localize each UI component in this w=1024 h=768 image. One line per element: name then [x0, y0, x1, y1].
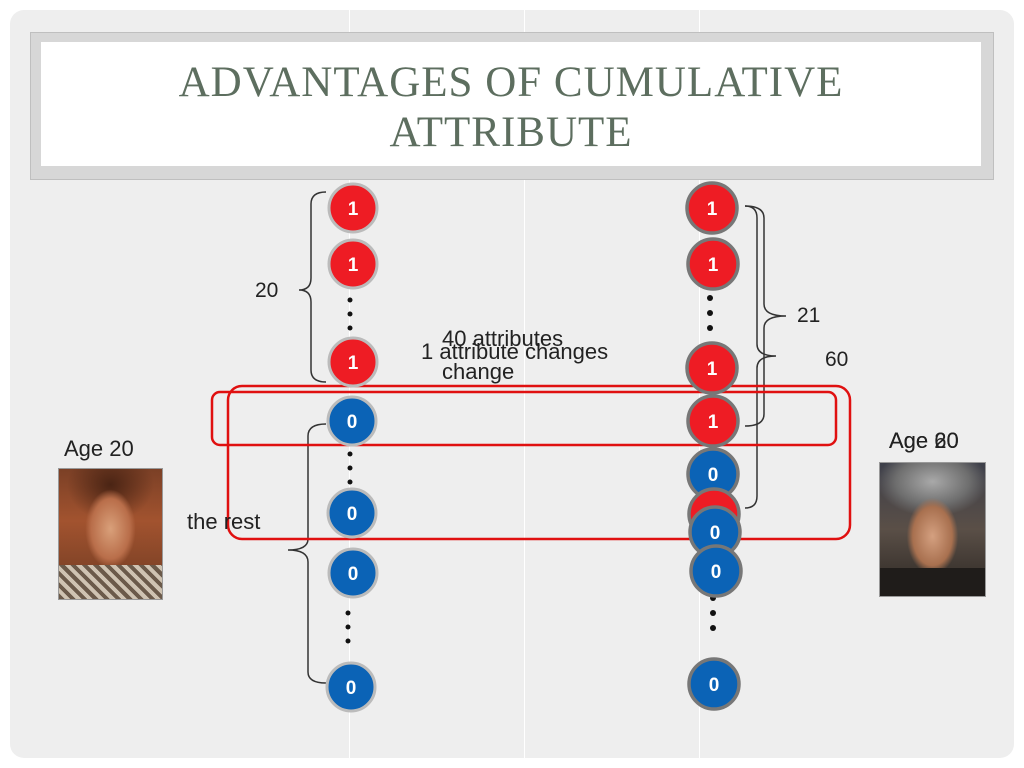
right-upper-brace [744, 205, 787, 427]
bit-value: 1 [348, 199, 359, 220]
bit-node: 1 [685, 341, 739, 395]
bit-node: 0 [325, 661, 377, 713]
scarf-pattern [59, 565, 162, 599]
one-attribute-changes-label: 1 attribute changes [421, 339, 609, 364]
bit-value: 1 [708, 255, 719, 276]
bit-value: 1 [707, 359, 718, 380]
title-frame: ADVANTAGES OF CUMULATIVE ATTRIBUTE [30, 32, 994, 180]
slide-background: ADVANTAGES OF CUMULATIVE ATTRIBUTE [10, 10, 1014, 758]
title-line-2: ATTRIBUTE [389, 109, 633, 156]
bit-node: 1 [327, 182, 379, 234]
title-panel: ADVANTAGES OF CUMULATIVE ATTRIBUTE [41, 42, 981, 166]
left-upper-brace [298, 191, 327, 383]
age-left-label: Age 20 [64, 436, 134, 461]
dark-clothing [880, 568, 985, 596]
bit-value: 0 [708, 465, 719, 486]
attributes-change-label-line1: 40 attributes [442, 326, 564, 351]
the-rest-label: the rest [187, 509, 261, 534]
highlight-box-single-row [210, 390, 838, 447]
left-bit-column: 1 1 1 0 0 0 0 [325, 182, 379, 713]
bit-node: 0 [326, 487, 378, 539]
left-dots-1 [347, 297, 353, 331]
bit-node: 0 [688, 505, 742, 559]
bit-value: 1 [348, 255, 359, 276]
bit-value: 0 [347, 504, 358, 525]
bit-node: 1 [327, 336, 379, 388]
right-dots-2 [710, 595, 716, 631]
right-lower-brace [744, 205, 777, 509]
right-bit-column: 1 1 1 1 0 1 0 0 [685, 181, 743, 711]
left-dots-3 [345, 610, 351, 644]
grid-line [524, 10, 525, 758]
right-lower-count-label: 60 [825, 348, 849, 371]
bit-node: 0 [687, 657, 741, 711]
right-upper-count-label: 21 [797, 304, 821, 327]
bit-node: 1 [327, 238, 379, 290]
bit-node: 0 [326, 395, 378, 447]
bit-value: 0 [710, 523, 721, 544]
bit-node: 1 [685, 181, 739, 235]
bit-node: 0 [689, 544, 743, 598]
bit-node: 1 [686, 237, 740, 291]
left-lower-brace [287, 423, 327, 684]
page-title: ADVANTAGES OF CUMULATIVE ATTRIBUTE [41, 58, 981, 158]
left-count-label: 20 [255, 279, 279, 302]
attributes-change-label-line2: change [442, 359, 515, 384]
bit-value: 1 [348, 353, 359, 374]
bit-node: 0 [327, 547, 379, 599]
old-face-photo [879, 462, 986, 597]
highlight-box-wide [226, 384, 852, 541]
bit-value: 0 [348, 564, 359, 585]
age-right-label-b: Age 60 [889, 428, 959, 453]
bit-value: 0 [709, 675, 720, 696]
right-dots-1 [707, 295, 713, 331]
bit-node: 1 [686, 394, 740, 448]
left-dots-2 [347, 451, 353, 485]
bit-value: 0 [346, 678, 357, 699]
bit-value: 1 [707, 199, 718, 220]
young-face-photo [58, 468, 163, 600]
title-line-1: ADVANTAGES OF CUMULATIVE [178, 59, 844, 106]
age-right-label-a: Age 20 [889, 428, 959, 453]
bit-value: 0 [347, 412, 358, 433]
bit-value: 0 [711, 562, 722, 583]
bit-value: 1 [708, 412, 719, 433]
